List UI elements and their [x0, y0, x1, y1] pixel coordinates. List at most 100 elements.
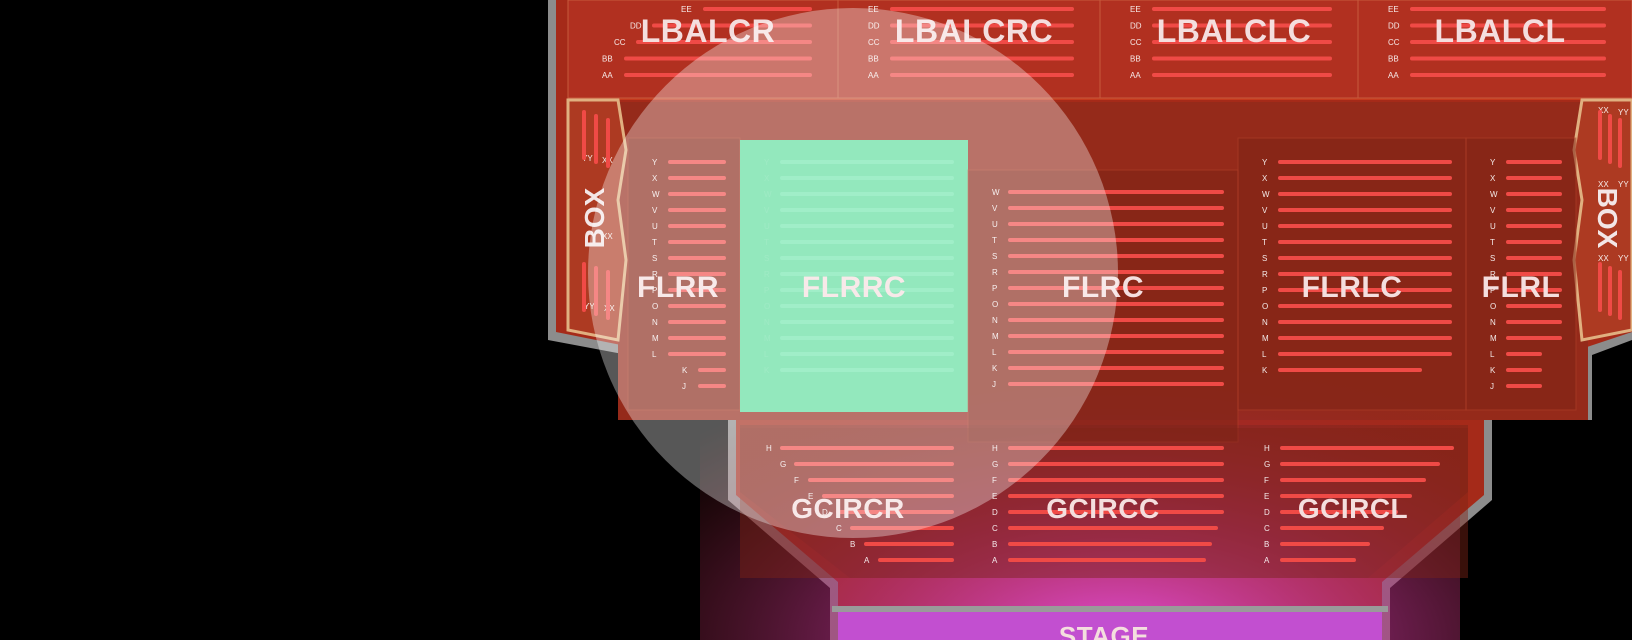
section-gcircl-row[interactable]: [1280, 478, 1426, 482]
section-lbalcrc-row[interactable]: [890, 56, 1074, 61]
section-flrr-row[interactable]: [668, 288, 726, 292]
section-flrl-row[interactable]: [1506, 160, 1562, 164]
section-flrrc-row[interactable]: [780, 208, 954, 212]
section-flrrc-row[interactable]: [780, 352, 954, 356]
box-left-seat-row[interactable]: [606, 270, 610, 320]
section-gcircr-row[interactable]: [836, 510, 954, 514]
section-lbalcr-row[interactable]: [652, 23, 812, 28]
section-lbalcl-row[interactable]: [1410, 7, 1606, 11]
box-right-seat-row[interactable]: [1608, 114, 1612, 164]
section-flrlc-row[interactable]: [1278, 224, 1452, 228]
section-lbalclc-row[interactable]: [1152, 40, 1332, 44]
section-gcircl-row[interactable]: [1280, 558, 1356, 562]
box-right-seat-row[interactable]: [1608, 266, 1612, 316]
section-flrr-row[interactable]: [698, 368, 726, 372]
section-flrl-row[interactable]: [1506, 240, 1562, 244]
section-flrlc-row[interactable]: [1278, 368, 1422, 372]
section-flrc-row[interactable]: [1008, 350, 1224, 354]
section-flrl-row[interactable]: [1506, 304, 1562, 308]
section-lbalcr[interactable]: [567, 0, 839, 99]
section-lbalcr-row[interactable]: [703, 7, 812, 11]
section-lbalcl-row[interactable]: [1410, 40, 1606, 44]
section-flrlc-row[interactable]: [1278, 160, 1452, 164]
section-flrlc-row[interactable]: [1278, 256, 1452, 260]
section-flrlc-row[interactable]: [1278, 272, 1452, 276]
section-lbalclc-row[interactable]: [1152, 7, 1332, 11]
section-flrrc-row[interactable]: [780, 320, 954, 324]
section-lbalcr-row[interactable]: [636, 40, 812, 44]
section-flrl-row[interactable]: [1506, 224, 1562, 228]
section-lbalcrc-row[interactable]: [890, 7, 1074, 11]
section-gcircl[interactable]: [1238, 428, 1468, 578]
section-flrrc-row[interactable]: [780, 368, 954, 372]
section-flrr-row[interactable]: [668, 176, 726, 180]
section-flrc-row[interactable]: [1008, 206, 1224, 210]
box-right-seat-row[interactable]: [1598, 110, 1602, 160]
section-flrl-row[interactable]: [1506, 320, 1562, 324]
section-flrr-row[interactable]: [668, 336, 726, 340]
section-flrrc-row[interactable]: [780, 224, 954, 228]
section-lbalcl[interactable]: [1357, 0, 1632, 99]
section-flrr-row[interactable]: [668, 208, 726, 212]
section-flrrc-row[interactable]: [780, 304, 954, 308]
section-flrl-row[interactable]: [1506, 192, 1562, 196]
section-flrrc-row[interactable]: [780, 288, 954, 292]
section-lbalcl-row[interactable]: [1410, 73, 1606, 77]
section-lbalclc[interactable]: [1099, 0, 1359, 99]
section-lbalcrc[interactable]: [837, 0, 1101, 99]
section-lbalcl-row[interactable]: [1410, 56, 1606, 61]
section-gcircl-row[interactable]: [1280, 526, 1384, 530]
section-flrrc-row[interactable]: [780, 160, 954, 164]
section-flrl-row[interactable]: [1506, 336, 1562, 340]
section-gcircl-row[interactable]: [1280, 542, 1370, 546]
box-right-seat-row[interactable]: [1598, 262, 1602, 312]
section-flrl-row[interactable]: [1506, 384, 1542, 388]
section-flrl-row[interactable]: [1506, 176, 1562, 180]
section-flrc-row[interactable]: [1008, 270, 1224, 274]
section-flrc-row[interactable]: [1008, 334, 1224, 338]
section-flrr-row[interactable]: [668, 256, 726, 260]
section-lbalcrc-row[interactable]: [890, 73, 1074, 77]
box-left-seat-row[interactable]: [606, 118, 610, 168]
section-gcircc-row[interactable]: [1008, 478, 1224, 482]
section-flrc-row[interactable]: [1008, 254, 1224, 258]
section-flrr-row[interactable]: [668, 272, 726, 276]
section-flrl-row[interactable]: [1506, 368, 1542, 372]
section-flrrc-row[interactable]: [780, 240, 954, 244]
section-flrrc-row[interactable]: [780, 272, 954, 276]
section-gcircc-row[interactable]: [1008, 462, 1224, 466]
section-flrlc-row[interactable]: [1278, 208, 1452, 212]
section-flrr-row[interactable]: [668, 192, 726, 196]
section-flrc-row[interactable]: [1008, 318, 1224, 322]
section-flrlc-row[interactable]: [1278, 352, 1452, 356]
section-flrl-row[interactable]: [1506, 288, 1562, 292]
section-gcircl-row[interactable]: [1280, 446, 1454, 450]
section-flrl-row[interactable]: [1506, 208, 1562, 212]
box-left-seat-row[interactable]: [594, 114, 598, 164]
section-flrl-row[interactable]: [1506, 256, 1562, 260]
section-lbalcrc-row[interactable]: [890, 23, 1074, 28]
section-gcircc-row[interactable]: [1008, 558, 1206, 562]
section-flrlc-row[interactable]: [1278, 320, 1452, 324]
section-gcircr-row[interactable]: [878, 558, 954, 562]
section-flrlc-row[interactable]: [1278, 304, 1452, 308]
section-flrc-row[interactable]: [1008, 366, 1224, 370]
section-gcircr-row[interactable]: [822, 494, 954, 498]
box-right[interactable]: [1572, 98, 1632, 342]
section-gcircr-row[interactable]: [794, 462, 954, 466]
box-right-seat-row[interactable]: [1618, 270, 1622, 320]
section-gcircc-row[interactable]: [1008, 526, 1218, 530]
section-flrc-row[interactable]: [1008, 302, 1224, 306]
section-flrl-row[interactable]: [1506, 352, 1542, 356]
section-flrr-row[interactable]: [668, 160, 726, 164]
section-gcircr-row[interactable]: [780, 446, 954, 450]
section-flrlc-row[interactable]: [1278, 240, 1452, 244]
section-lbalclc-row[interactable]: [1152, 23, 1332, 28]
section-lbalcr-row[interactable]: [624, 56, 812, 61]
section-flrc-row[interactable]: [1008, 222, 1224, 226]
section-flrr-row[interactable]: [668, 320, 726, 324]
section-flrrc-row[interactable]: [780, 176, 954, 180]
box-left-seat-row[interactable]: [582, 262, 586, 312]
section-lbalcrc-row[interactable]: [890, 40, 1074, 44]
